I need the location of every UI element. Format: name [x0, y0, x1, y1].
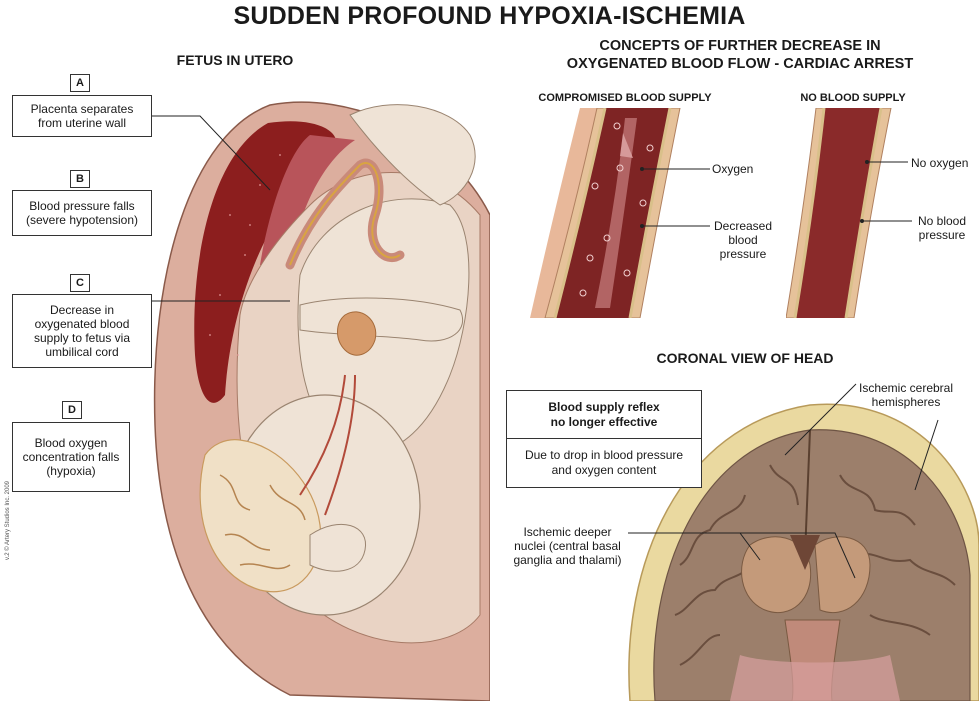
placenta	[260, 135, 355, 265]
step-c-line-1: Decrease in	[49, 303, 115, 317]
label-nuclei-line-3: ganglia and thalami)	[513, 553, 622, 567]
reflex-line-1: Blood supply reflex	[548, 399, 660, 414]
label-cerebral-line-1: Ischemic cerebral	[858, 381, 954, 395]
concepts-heading-line-2: OXYGENATED BLOOD FLOW - CARDIAC ARREST	[566, 56, 914, 72]
step-c-letter: C	[70, 274, 90, 292]
step-b-letter: B	[70, 170, 90, 188]
label-no-oxygen: No oxygen	[911, 156, 969, 170]
label-no-pressure: No blood pressure	[914, 214, 970, 242]
step-c-line-3: supply to fetus via	[33, 331, 131, 345]
step-d-line-1: Blood oxygen	[34, 436, 108, 450]
fetus-in-utero-illustration	[153, 101, 490, 701]
step-d-box: Blood oxygen concentration falls (hypoxi…	[12, 422, 130, 492]
coronal-head-illustration	[628, 403, 979, 701]
compromised-leader-lines	[640, 167, 710, 228]
fetal-heart	[337, 311, 377, 356]
label-cerebral-hemispheres: Ischemic cerebral hemispheres	[846, 381, 966, 409]
label-no-pressure-line-1: No blood	[917, 214, 967, 228]
placental-blood	[194, 121, 337, 403]
label-decreased-pressure-line-1: Decreased	[713, 219, 773, 233]
step-b-line-2: (severe hypotension)	[25, 213, 139, 227]
deep-nuclei	[741, 536, 812, 614]
no-supply-heading: NO BLOOD SUPPLY	[800, 92, 906, 104]
label-no-pressure-line-2: pressure	[918, 228, 966, 242]
step-d-letter: D	[62, 401, 82, 419]
reflex-box-cause: Due to drop in blood pressure and oxygen…	[507, 439, 701, 487]
label-deeper-nuclei: Ischemic deeper nuclei (central basal ga…	[505, 525, 630, 567]
label-nuclei-line-2: nuclei (central basal	[514, 539, 621, 553]
step-a-box: Placenta separates from uterine wall	[12, 95, 152, 137]
concepts-heading-line-1: CONCEPTS OF FURTHER DECREASE IN	[599, 38, 881, 54]
step-b-box: Blood pressure falls (severe hypotension…	[12, 190, 152, 236]
label-decreased-pressure: Decreased blood pressure	[712, 219, 774, 261]
step-c-line-4: umbilical cord	[45, 345, 119, 359]
fetus-heading: FETUS IN UTERO	[176, 52, 294, 68]
cause-line-1: Due to drop in blood pressure	[524, 448, 684, 462]
page-title: SUDDEN PROFOUND HYPOXIA-ISCHEMIA	[233, 2, 746, 30]
step-d-line-2: concentration falls	[22, 450, 120, 464]
compromised-heading: COMPROMISED BLOOD SUPPLY	[538, 92, 712, 104]
label-decreased-pressure-line-3: pressure	[719, 247, 767, 261]
label-nuclei-line-1: Ischemic deeper	[523, 525, 612, 539]
no-supply-vessel-illustration	[786, 108, 892, 318]
label-oxygen: Oxygen	[712, 162, 754, 176]
cause-line-2: and oxygen content	[551, 463, 657, 477]
step-d-line-3: (hypoxia)	[46, 464, 96, 478]
step-a-line-1: Placenta separates	[30, 102, 134, 116]
step-c-box: Decrease in oxygenated blood supply to f…	[12, 294, 152, 368]
no-supply-leader-lines	[860, 160, 912, 223]
step-a-line-2: from uterine wall	[37, 116, 127, 130]
reflex-box-heading: Blood supply reflex no longer effective	[507, 391, 701, 439]
fetal-leg	[349, 104, 476, 206]
step-c-line-2: oxygenated blood	[34, 317, 130, 331]
label-decreased-pressure-line-2: blood	[728, 233, 758, 247]
reflex-box: Blood supply reflex no longer effective …	[506, 390, 702, 488]
head-heading: CORONAL VIEW OF HEAD	[656, 350, 834, 366]
step-b-line-1: Blood pressure falls	[29, 199, 135, 213]
reflex-line-2: no longer effective	[550, 414, 658, 429]
step-a-letter: A	[70, 74, 90, 92]
compromised-vessel-illustration	[530, 108, 681, 318]
fetal-hand	[309, 523, 366, 572]
label-cerebral-line-2: hemispheres	[871, 395, 941, 409]
